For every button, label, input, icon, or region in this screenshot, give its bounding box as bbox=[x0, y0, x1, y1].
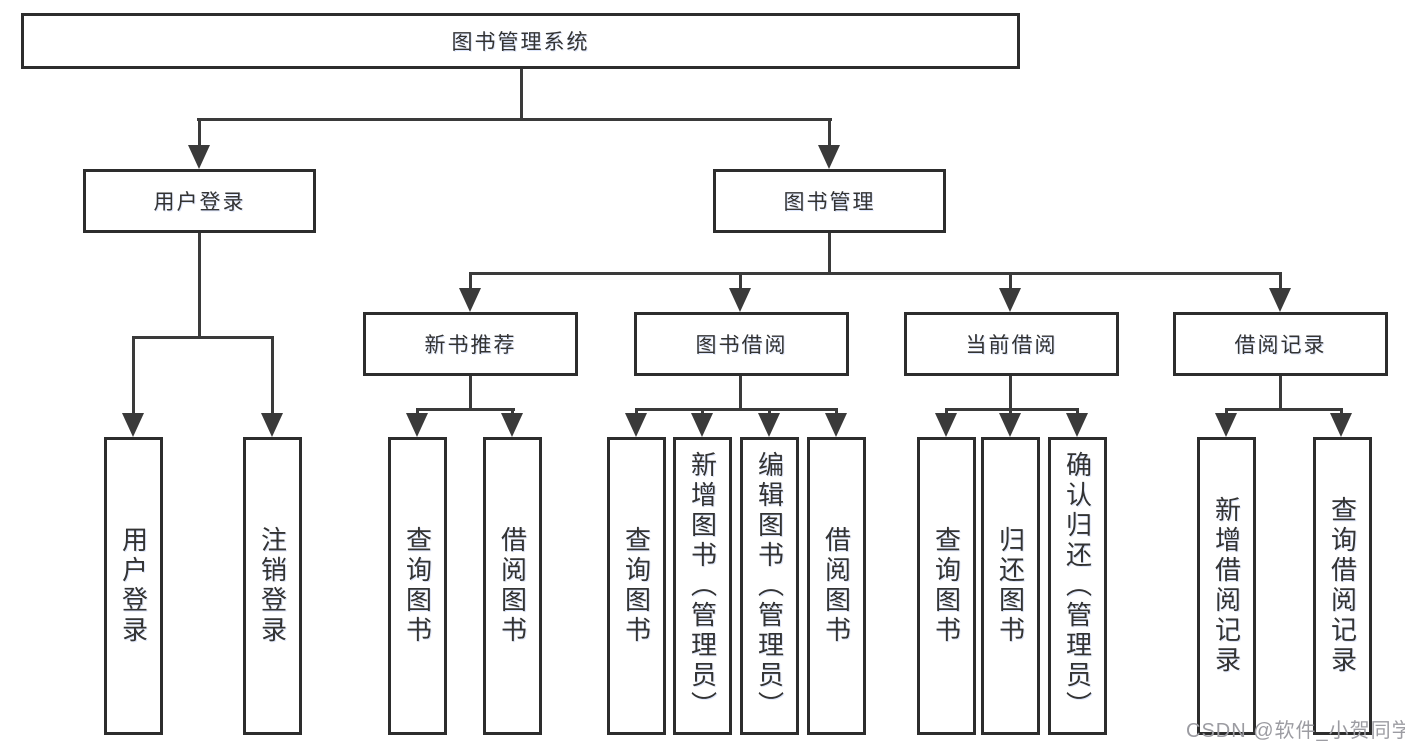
leaf-records-query-record: 查询借阅记录 bbox=[1313, 437, 1372, 735]
leaf-currentborrow-query-book-label: 查询图书 bbox=[931, 526, 962, 646]
leaf-currentborrow-confirm-return-admin-label: 确认归还（管理员） bbox=[1062, 451, 1093, 721]
arrow-bookborrow-query bbox=[625, 413, 647, 437]
connector-newbook-c2-stub bbox=[511, 408, 514, 416]
connector-bookborrow-c2-stub bbox=[701, 408, 704, 416]
leaf-bookborrow-borrow-book-label: 借阅图书 bbox=[821, 526, 852, 646]
arrow-records-add bbox=[1215, 413, 1237, 437]
leaf-bookborrow-query-book-label: 查询图书 bbox=[621, 526, 652, 646]
node-root-label: 图书管理系统 bbox=[451, 31, 590, 54]
arrow-currentborrow-return bbox=[999, 413, 1021, 437]
arrow-currentborrow-query bbox=[935, 413, 957, 437]
arrow-records-query bbox=[1330, 413, 1352, 437]
connector-level1-hline bbox=[197, 118, 832, 121]
leaf-currentborrow-return-book: 归还图书 bbox=[981, 437, 1040, 735]
connector-management-stub bbox=[828, 118, 831, 147]
node-book-management: 图书管理 bbox=[713, 169, 946, 233]
connector-currentborrow-c1-stub bbox=[945, 408, 948, 416]
leaf-records-add-record-label: 新增借阅记录 bbox=[1211, 496, 1242, 676]
connector-newbook-stub bbox=[469, 272, 472, 290]
connector-currentborrow-stem bbox=[1009, 375, 1012, 411]
arrow-to-borrow-records bbox=[1269, 288, 1291, 312]
leaf-currentborrow-query-book: 查询图书 bbox=[917, 437, 976, 735]
node-login-label: 用户登录 bbox=[153, 191, 246, 214]
connector-currentborrow-c3-stub bbox=[1076, 408, 1079, 416]
arrow-bookborrow-edit bbox=[758, 413, 780, 437]
connector-records-hline bbox=[1225, 408, 1343, 411]
leaf-records-query-record-label: 查询借阅记录 bbox=[1327, 496, 1358, 676]
connector-records-stem bbox=[1279, 375, 1282, 411]
node-login: 用户登录 bbox=[83, 169, 316, 233]
connector-bookborrow-c4-stub bbox=[835, 408, 838, 416]
connector-currentborrow-c2-stub bbox=[1009, 408, 1012, 416]
arrow-to-current-borrow bbox=[999, 288, 1021, 312]
arrow-newbook-query bbox=[406, 413, 428, 437]
node-new-book-recommend: 新书推荐 bbox=[363, 312, 578, 376]
leaf-newbook-borrow-book: 借阅图书 bbox=[483, 437, 542, 735]
node-borrow-records-label: 借阅记录 bbox=[1234, 334, 1327, 357]
leaf-records-add-record: 新增借阅记录 bbox=[1197, 437, 1256, 735]
connector-bookborrow-hline bbox=[635, 408, 838, 411]
node-new-book-recommend-label: 新书推荐 bbox=[424, 334, 517, 357]
leaf-currentborrow-confirm-return-admin: 确认归还（管理员） bbox=[1048, 437, 1107, 735]
arrow-to-management bbox=[818, 145, 840, 169]
connector-bookborrow-stub bbox=[739, 272, 742, 290]
connector-records-stub bbox=[1279, 272, 1282, 290]
arrow-newbook-borrow bbox=[501, 413, 523, 437]
connector-level3-hline bbox=[469, 272, 1282, 275]
node-book-management-label: 图书管理 bbox=[783, 191, 876, 214]
node-current-borrow: 当前借阅 bbox=[904, 312, 1119, 376]
leaf-newbook-borrow-book-label: 借阅图书 bbox=[497, 526, 528, 646]
leaf-newbook-query-book-label: 查询图书 bbox=[402, 526, 433, 646]
arrow-to-book-borrow bbox=[729, 288, 751, 312]
connector-management-stem bbox=[828, 232, 831, 274]
connector-bookborrow-stem bbox=[739, 375, 742, 411]
leaf-bookborrow-borrow-book: 借阅图书 bbox=[807, 437, 866, 735]
connector-bookborrow-c3-stub bbox=[768, 408, 771, 416]
connector-newbook-hline bbox=[416, 408, 515, 411]
node-borrow-records: 借阅记录 bbox=[1173, 312, 1388, 376]
connector-newbook-stem bbox=[469, 375, 472, 411]
connector-user-login-stub bbox=[132, 336, 135, 415]
leaf-bookborrow-edit-book-admin-label: 编辑图书（管理员） bbox=[754, 451, 785, 721]
leaf-newbook-query-book: 查询图书 bbox=[388, 437, 447, 735]
connector-login-stub bbox=[198, 118, 201, 147]
connector-currentborrow-hline bbox=[945, 408, 1079, 411]
leaf-logout-label: 注销登录 bbox=[257, 526, 288, 646]
connector-currentborrow-stub bbox=[1009, 272, 1012, 290]
csdn-watermark: CSDN @软件_小贺同学 bbox=[1186, 720, 1405, 742]
leaf-logout: 注销登录 bbox=[243, 437, 302, 735]
leaf-bookborrow-add-book-admin: 新增图书（管理员） bbox=[673, 437, 732, 735]
connector-logout-stub bbox=[271, 336, 274, 415]
arrow-to-user-login bbox=[122, 413, 144, 437]
connector-newbook-c1-stub bbox=[416, 408, 419, 416]
arrow-bookborrow-borrow bbox=[825, 413, 847, 437]
connector-login-hline bbox=[132, 336, 274, 339]
arrow-currentborrow-confirm bbox=[1066, 413, 1088, 437]
leaf-user-login-label: 用户登录 bbox=[118, 526, 149, 646]
connector-bookborrow-c1-stub bbox=[635, 408, 638, 416]
node-book-borrow: 图书借阅 bbox=[634, 312, 849, 376]
connector-records-c1-stub bbox=[1225, 408, 1228, 416]
leaf-bookborrow-edit-book-admin: 编辑图书（管理员） bbox=[740, 437, 799, 735]
arrow-to-login bbox=[188, 145, 210, 169]
connector-records-c2-stub bbox=[1340, 408, 1343, 416]
node-book-borrow-label: 图书借阅 bbox=[695, 334, 788, 357]
leaf-currentborrow-return-book-label: 归还图书 bbox=[995, 526, 1026, 646]
node-current-borrow-label: 当前借阅 bbox=[965, 334, 1058, 357]
arrow-to-logout bbox=[261, 413, 283, 437]
leaf-bookborrow-query-book: 查询图书 bbox=[607, 437, 666, 735]
connector-login-stem bbox=[198, 232, 201, 339]
node-root: 图书管理系统 bbox=[21, 13, 1020, 69]
connector-root-stem bbox=[520, 68, 523, 118]
leaf-user-login: 用户登录 bbox=[104, 437, 163, 735]
arrow-bookborrow-add bbox=[691, 413, 713, 437]
arrow-to-new-book-recommend bbox=[459, 288, 481, 312]
leaf-bookborrow-add-book-admin-label: 新增图书（管理员） bbox=[687, 451, 718, 721]
